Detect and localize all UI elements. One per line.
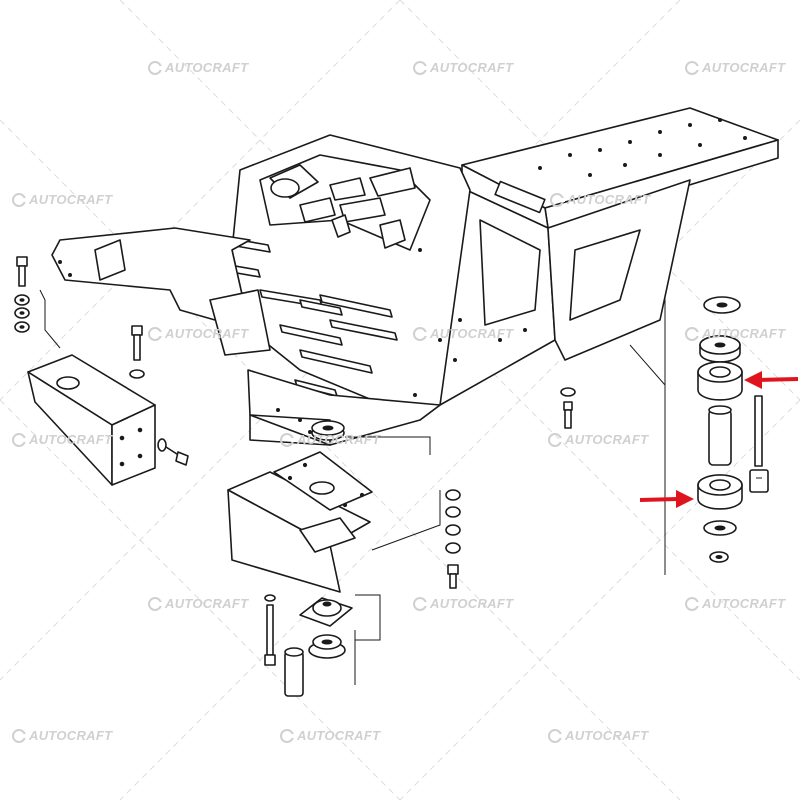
washer-top-right bbox=[703, 296, 741, 314]
rubber-bush-upper bbox=[699, 335, 741, 363]
bolt-small-right bbox=[560, 387, 576, 429]
bolt-long-right bbox=[749, 395, 769, 493]
callout-arrow-lower bbox=[639, 490, 694, 508]
mounting-bracket bbox=[227, 451, 373, 593]
rubber-mount-center bbox=[299, 597, 353, 659]
rubber-mount-lower bbox=[697, 474, 743, 510]
center-mount-assembly bbox=[227, 420, 461, 697]
rubber-mount-upper bbox=[697, 361, 743, 401]
bolt-vertical-left bbox=[16, 256, 28, 287]
main-frame bbox=[51, 107, 779, 446]
callout-arrow-upper bbox=[744, 371, 799, 389]
bolt-long-center bbox=[264, 594, 276, 666]
sleeve-center bbox=[284, 647, 304, 697]
washer-stack-left bbox=[14, 294, 30, 333]
left-hardware bbox=[14, 256, 189, 486]
bolt-vertical-mid bbox=[129, 325, 145, 379]
spacer-tube-right bbox=[708, 405, 732, 466]
bolt-horizontal bbox=[157, 438, 189, 466]
right-mount-stack bbox=[639, 295, 799, 575]
washer-lower-right bbox=[703, 520, 737, 563]
washer-stack-center bbox=[445, 489, 461, 589]
front-support-bracket bbox=[27, 354, 156, 486]
